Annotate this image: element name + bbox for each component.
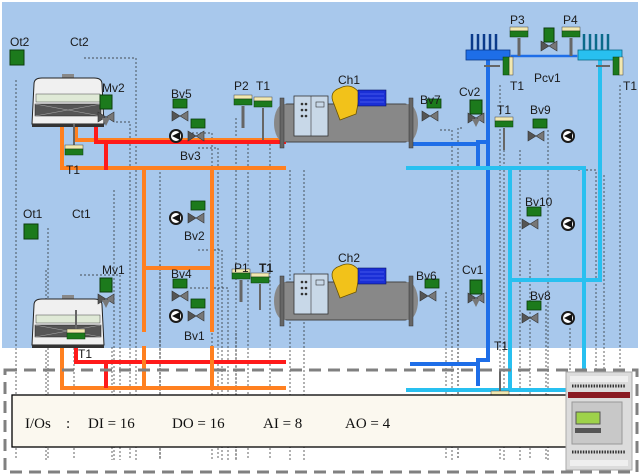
label-ot1: Ot1 xyxy=(23,207,43,221)
temp-sensor-t1-ch2-cond[interactable] xyxy=(250,272,270,310)
label-bv4: Bv4 xyxy=(171,267,192,281)
label-ct1: Ct1 xyxy=(72,207,91,221)
pressure-control-valve-pcv1[interactable] xyxy=(540,27,558,52)
cooling-tower-ct2[interactable] xyxy=(31,73,105,128)
io-do-count: DO = 16 xyxy=(172,416,225,432)
pressure-sensor-p3[interactable] xyxy=(509,26,529,56)
label-cv2: Cv2 xyxy=(459,85,481,99)
label-ot2: Ot2 xyxy=(10,35,30,49)
label-t1-hdr-return: T1 xyxy=(623,79,637,93)
label-t1-ch2-evap: T1 xyxy=(494,339,508,353)
label-t1-ct1: T1 xyxy=(78,347,92,361)
label-p3: P3 xyxy=(510,13,525,27)
label-t1-ct2: T1 xyxy=(66,163,80,177)
io-summary-panel: I/Os : DI = 16 DO = 16 AI = 8 AO = 4 xyxy=(11,394,569,448)
condenser-pump-1[interactable] xyxy=(169,129,183,143)
label-bv7: Bv7 xyxy=(420,93,441,107)
label-t1-hdr-supply: T1 xyxy=(510,79,524,93)
temp-sensor-t1-hdr-supply[interactable] xyxy=(484,56,514,76)
temp-sensor-t1-ch2-evap[interactable] xyxy=(490,370,510,402)
supply-header xyxy=(465,34,511,61)
temp-sensor-t1-hdr-return[interactable] xyxy=(596,56,624,76)
temp-sensor-t1-ch1-cond[interactable] xyxy=(253,96,273,140)
io-prefix: I/Os xyxy=(25,416,51,432)
chilled-pump-1[interactable] xyxy=(561,129,575,143)
temp-sensor-t1-ct1[interactable] xyxy=(66,310,86,340)
controller-boundary xyxy=(3,368,639,474)
outdoor-sensor-ot2[interactable] xyxy=(9,49,25,66)
ct2-hot-line xyxy=(94,123,286,144)
component-labels: Ot2 Ct2 Mv2 Bv5 Bv3 P2 T1 T1 Ch1 Bv7 Cv2… xyxy=(10,13,637,361)
condenser-pump-3[interactable] xyxy=(169,309,183,323)
label-bv8: Bv8 xyxy=(530,289,551,303)
label-bv6: Bv6 xyxy=(416,269,437,283)
chilled-piping xyxy=(406,54,602,392)
chilled-pump-3[interactable] xyxy=(561,311,575,325)
pressure-sensor-p4[interactable] xyxy=(561,26,581,56)
temp-sensor-t1-ch1-evap[interactable] xyxy=(494,116,514,150)
label-bv1: Bv1 xyxy=(184,329,205,343)
label-bv10: Bv10 xyxy=(525,195,553,209)
label-cv1: Cv1 xyxy=(462,263,484,277)
label-bv2: Bv2 xyxy=(184,229,205,243)
mixing-valve-mv2[interactable] xyxy=(97,94,115,126)
control-valve-cv2[interactable] xyxy=(467,99,485,127)
condenser-pump-2[interactable] xyxy=(169,211,183,225)
label-p4: P4 xyxy=(563,13,578,27)
label-t1-ch2-cond: T1 xyxy=(259,261,273,275)
io-ao-count: AO = 4 xyxy=(345,416,391,432)
label-t1-ch1-cond: T1 xyxy=(256,79,270,93)
cooling-tower-ct1[interactable] xyxy=(31,294,105,349)
plc-controller[interactable] xyxy=(565,371,633,471)
pressure-sensor-p2[interactable] xyxy=(233,94,253,128)
label-bv9: Bv9 xyxy=(530,103,551,117)
io-di-count: DI = 16 xyxy=(88,416,135,432)
pressure-sensor-p1[interactable] xyxy=(231,268,251,302)
chilled-pump-2[interactable] xyxy=(561,217,575,231)
label-bv5: Bv5 xyxy=(171,87,192,101)
io-ai-count: AI = 8 xyxy=(263,416,302,432)
label-p1: P1 xyxy=(234,261,249,275)
label-t1-ch1-evap: T1 xyxy=(497,103,511,117)
outdoor-sensor-ot1[interactable] xyxy=(23,223,39,240)
control-valve-cv1[interactable] xyxy=(467,279,485,307)
mixing-valve-mv1[interactable] xyxy=(97,277,115,308)
label-bv3: Bv3 xyxy=(180,149,201,163)
label-mv1: Mv1 xyxy=(102,263,125,277)
label-ct2: Ct2 xyxy=(70,35,89,49)
label-ch1: Ch1 xyxy=(338,73,360,87)
label-p2: P2 xyxy=(234,79,249,93)
label-mv2: Mv2 xyxy=(102,81,125,95)
ct1-supply-line xyxy=(60,339,286,390)
label-pcv1: Pcv1 xyxy=(534,71,561,85)
return-header xyxy=(577,34,623,61)
temp-sensor-t1-ct2[interactable] xyxy=(64,124,84,156)
io-separator: : xyxy=(66,416,70,432)
label-ch2: Ch2 xyxy=(338,251,360,265)
